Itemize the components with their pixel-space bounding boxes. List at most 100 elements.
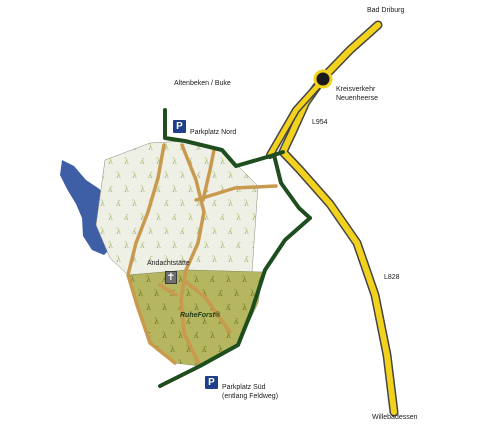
tree-symbol: ʎ [99, 171, 105, 180]
label-road-l954: L954 [312, 119, 328, 126]
tree-symbol: λ [164, 255, 169, 264]
tree-symbol: λ [196, 143, 201, 152]
tree-symbol: λ [204, 157, 209, 166]
label-kreisverkehr: Kreisverkehr [336, 86, 376, 93]
tree-symbol: ʎ [227, 227, 233, 236]
tree-symbol: λ [164, 171, 169, 180]
label-bad-driburg: Bad Driburg [367, 7, 405, 14]
tree-symbol: λ [100, 227, 105, 236]
parking-sign-icon[interactable]: P [173, 120, 186, 133]
tree-symbol: λ [186, 289, 191, 298]
tree-symbol: ʎ [147, 171, 153, 180]
tree-symbol: λ [130, 275, 135, 284]
tree-symbol: λ [194, 275, 199, 284]
tree-symbol: λ [226, 331, 231, 340]
tree-symbol: λ [252, 241, 257, 250]
tree-symbol: ʎ [155, 185, 161, 194]
forest-path-west [126, 143, 177, 365]
forest-paths [126, 143, 278, 368]
tree-symbol: ʎ [129, 303, 135, 312]
tree-symbol: λ [138, 345, 143, 354]
roundabout-icon[interactable] [313, 69, 333, 89]
tree-symbol: ʎ [209, 275, 215, 284]
tree-symbol: λ [148, 143, 153, 152]
tree-symbol: λ [202, 289, 207, 298]
tree-symbol: λ [242, 303, 247, 312]
label-parkplatz-nord: Parkplatz Nord [190, 129, 237, 136]
tree-symbol: λ [124, 157, 129, 166]
tree-symbol: ʎ [99, 255, 105, 264]
label-willebadessen: Willebadessen [372, 414, 418, 421]
tree-symbol: λ [210, 331, 215, 340]
tree-symbol: ʎ [187, 241, 193, 250]
tree-symbol: λ [164, 143, 169, 152]
tree-symbol: ʎ [227, 143, 233, 152]
tree-symbol: λ [194, 303, 199, 312]
tree-symbol: ʎ [139, 241, 145, 250]
tree-symbol: λ [172, 185, 177, 194]
tree-symbol: λ [236, 213, 241, 222]
tree-symbol: λ [260, 255, 265, 264]
tree-symbol: λ [164, 227, 169, 236]
tree-symbol: λ [132, 255, 137, 264]
tree-symbol: ʎ [147, 255, 153, 264]
tree-symbol: λ [140, 213, 145, 222]
tree-symbol: λ [258, 331, 263, 340]
cross-icon[interactable]: ✝ [165, 271, 177, 284]
forest-path-east [179, 143, 206, 368]
tree-symbol: ʎ [131, 143, 137, 152]
tree-symbol: ʎ [195, 255, 201, 264]
tree-symbol: λ [156, 213, 161, 222]
tree-symbol: λ [154, 317, 159, 326]
tree-symbol: λ [260, 171, 265, 180]
tree-symbol: λ [212, 227, 217, 236]
tree-symbol: λ [180, 171, 185, 180]
tree-symbol: ʎ [251, 185, 257, 194]
tree-symbol: λ [226, 275, 231, 284]
forest-path-south-east [184, 280, 232, 334]
forest-path-south-west [158, 283, 178, 297]
tree-symbol: λ [188, 213, 193, 222]
tree-symbol: ʎ [219, 213, 225, 222]
tree-symbol: λ [172, 241, 177, 250]
tree-symbol: λ [108, 213, 113, 222]
tree-symbol: ʎ [115, 199, 121, 208]
tree-symbol: λ [116, 255, 121, 264]
tree-symbol: λ [242, 359, 247, 368]
tree-symbol: λ [180, 199, 185, 208]
label-ruheforst: RuheForst® [180, 312, 221, 319]
tree-symbol: λ [234, 289, 239, 298]
tree-symbol: λ [108, 241, 113, 250]
tree-symbol: λ [100, 199, 105, 208]
tree-symbol: ʎ [243, 171, 249, 180]
tree-symbol: λ [178, 275, 183, 284]
tree-symbol: ʎ [201, 345, 207, 354]
tree-symbol: ʎ [193, 331, 199, 340]
parking-sign-south-icon[interactable]: P [205, 376, 218, 389]
tree-symbol: λ [212, 255, 217, 264]
tree-symbol: λ [212, 171, 217, 180]
tree-symbol: ʎ [131, 227, 137, 236]
tree-symbol: λ [258, 303, 263, 312]
tree-symbol: ʎ [139, 157, 145, 166]
tree-symbol: λ [178, 331, 183, 340]
tree-symbol: ʎ [257, 359, 263, 368]
tree-symbol: ʎ [163, 199, 169, 208]
tree-symbol: ʎ [161, 275, 167, 284]
tree-symbol: ʎ [217, 289, 223, 298]
tree-symbol: ʎ [195, 171, 201, 180]
access-roads [158, 108, 312, 388]
tree-symbol: λ [178, 359, 183, 368]
tree-symbol: λ [244, 199, 249, 208]
tree-symbol: λ [146, 275, 151, 284]
tree-symbol: λ [220, 185, 225, 194]
tree-symbol: λ [132, 199, 137, 208]
tree-symbol: ʎ [171, 213, 177, 222]
access-road-north-east [272, 153, 312, 220]
tree-symbol: λ [260, 143, 265, 152]
tree-symbol: λ [162, 331, 167, 340]
tree-symbol: λ [226, 359, 231, 368]
tree-symbol: λ [116, 171, 121, 180]
